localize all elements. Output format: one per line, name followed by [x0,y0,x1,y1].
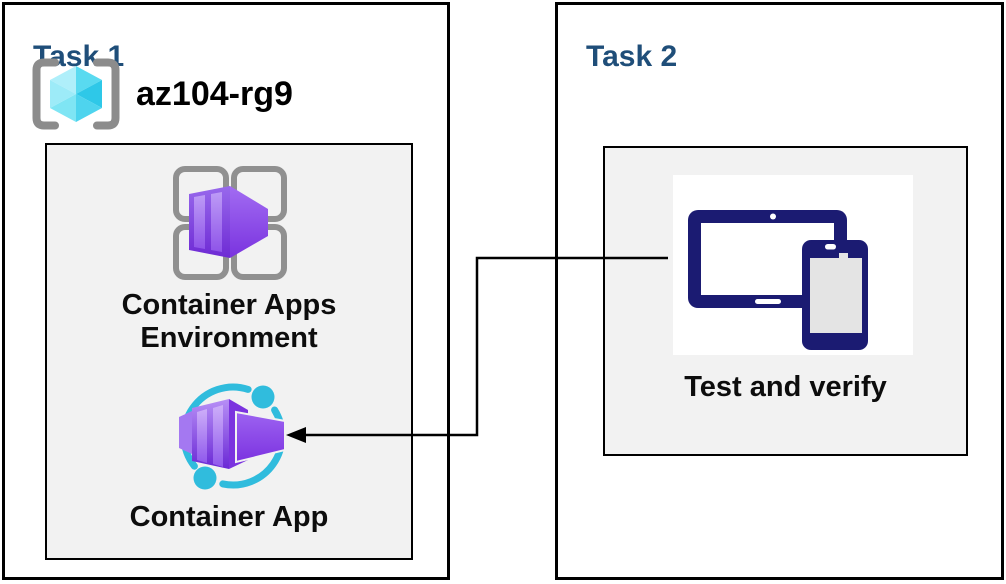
task2-title: Task 2 [586,39,678,73]
container-apps-environment-icon [173,166,287,280]
task2-box: Task 2 Test and verify [555,2,1004,580]
verify-icon-card [673,175,913,355]
environment-label-line2: Environment [140,322,318,355]
resource-group-label: az104-rg9 [136,74,293,113]
tablet-and-phone-icon [688,210,868,350]
task1-inner-panel: Container Apps Environment [45,143,413,560]
environment-node-label: Container Apps Environment [47,289,411,356]
task1-box: Task 1 az104-rg9 [2,2,450,580]
environment-label-line1: Container Apps [121,289,337,321]
task2-inner-panel: Test and verify [603,146,968,456]
task1-title: Task 1 [33,39,125,73]
resource-group: az104-rg9 [31,57,293,131]
container-app-node-label: Container App [129,501,329,533]
verify-node-label: Test and verify [684,371,887,403]
resource-group-icon [32,58,120,130]
container-app-icon [179,383,286,490]
